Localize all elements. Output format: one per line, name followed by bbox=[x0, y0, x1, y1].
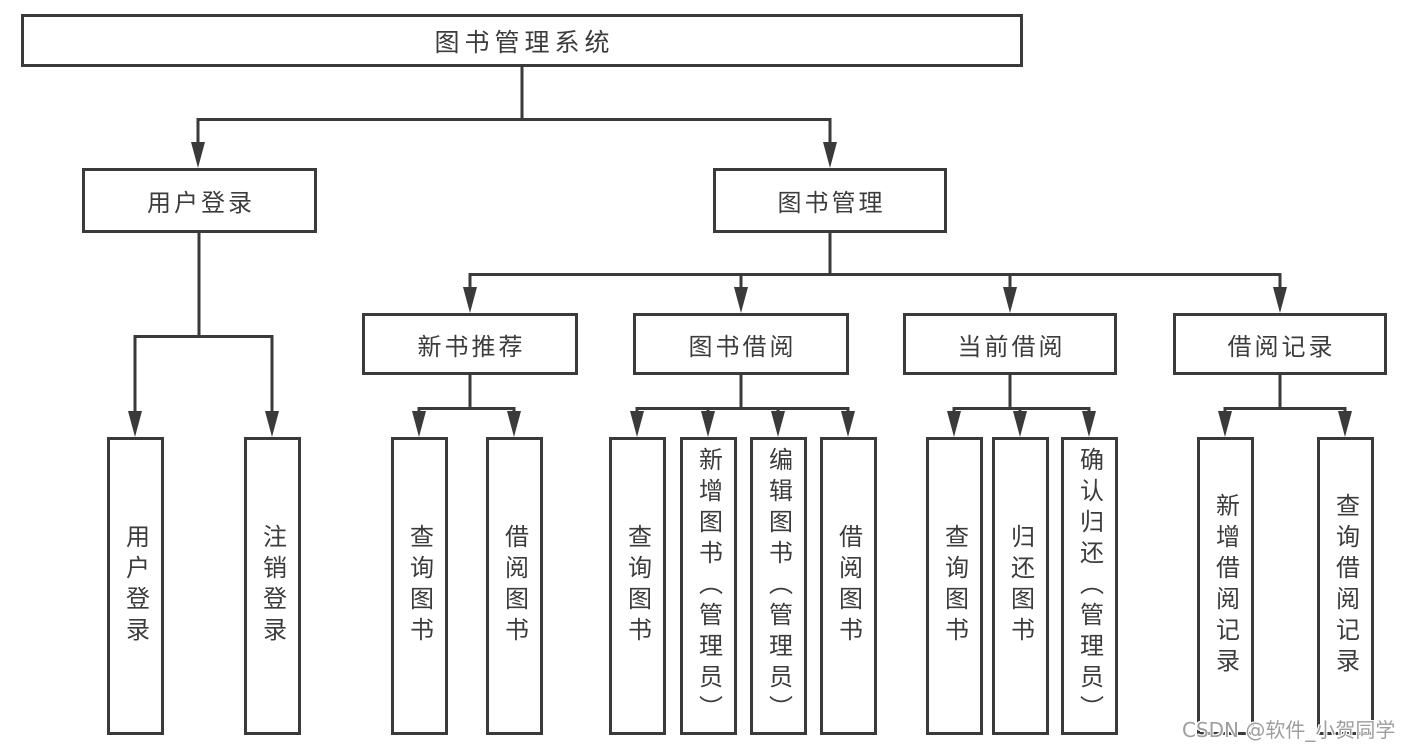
edge-borrow-to-leaves bbox=[635, 375, 850, 421]
leaf-add-books-admin: 新增图书（管理员） bbox=[680, 437, 737, 735]
arrow-icon bbox=[412, 411, 426, 437]
arrow-icon bbox=[1003, 287, 1017, 313]
node-user-login: 用户登录 bbox=[82, 168, 317, 233]
arrow-icon bbox=[1082, 411, 1096, 437]
arrow-icon bbox=[507, 411, 521, 437]
leaf-borrow-books: 借阅图书 bbox=[820, 437, 877, 735]
leaf-query-books-recommend: 查询图书 bbox=[391, 437, 448, 735]
node-library-management-system: 图书管理系统 bbox=[21, 14, 1023, 67]
arrow-icon bbox=[463, 287, 477, 313]
node-current-borrowing: 当前借阅 bbox=[903, 313, 1117, 375]
arrow-icon bbox=[1013, 411, 1027, 437]
edge-records-to-leaves bbox=[1223, 375, 1347, 421]
leaf-confirm-return-admin: 确认归还（管理员） bbox=[1061, 437, 1118, 735]
edge-rec-to-leaves bbox=[417, 375, 516, 421]
leaf-query-books-borrowing: 查询图书 bbox=[609, 437, 666, 735]
arrow-icon bbox=[630, 411, 644, 437]
leaf-add-borrow-record: 新增借阅记录 bbox=[1197, 437, 1254, 735]
node-book-management: 图书管理 bbox=[713, 168, 947, 233]
arrow-icon bbox=[771, 411, 785, 437]
csdn-watermark: CSDN @软件_小贺同学 bbox=[1182, 718, 1396, 742]
arrow-icon bbox=[1338, 411, 1352, 437]
arrow-icon bbox=[947, 411, 961, 437]
leaf-query-books-current: 查询图书 bbox=[926, 437, 983, 735]
edge-login-to-leaves bbox=[133, 233, 274, 421]
leaf-edit-books-admin: 编辑图书（管理员） bbox=[750, 437, 807, 735]
arrow-icon bbox=[841, 411, 855, 437]
leaf-borrow-books-recommend: 借阅图书 bbox=[486, 437, 543, 735]
arrow-icon bbox=[191, 142, 205, 168]
arrow-icon bbox=[128, 411, 142, 437]
node-borrowing-records: 借阅记录 bbox=[1173, 313, 1387, 375]
arrow-icon bbox=[823, 142, 837, 168]
arrow-icon bbox=[265, 411, 279, 437]
arrow-icon bbox=[734, 287, 748, 313]
edge-mgmt-to-level3 bbox=[468, 233, 1282, 297]
arrow-icon bbox=[1273, 287, 1287, 313]
leaf-return-books: 归还图书 bbox=[992, 437, 1049, 735]
arrow-icon bbox=[701, 411, 715, 437]
node-book-borrowing: 图书借阅 bbox=[633, 313, 849, 375]
node-new-book-recommend: 新书推荐 bbox=[362, 313, 578, 375]
edge-root-to-level2 bbox=[196, 67, 832, 152]
leaf-user-login: 用户登录 bbox=[107, 437, 164, 735]
arrowheads bbox=[128, 142, 1352, 437]
arrow-icon bbox=[1218, 411, 1232, 437]
leaf-logout: 注销登录 bbox=[244, 437, 301, 735]
leaf-query-borrow-record: 查询借阅记录 bbox=[1317, 437, 1374, 735]
